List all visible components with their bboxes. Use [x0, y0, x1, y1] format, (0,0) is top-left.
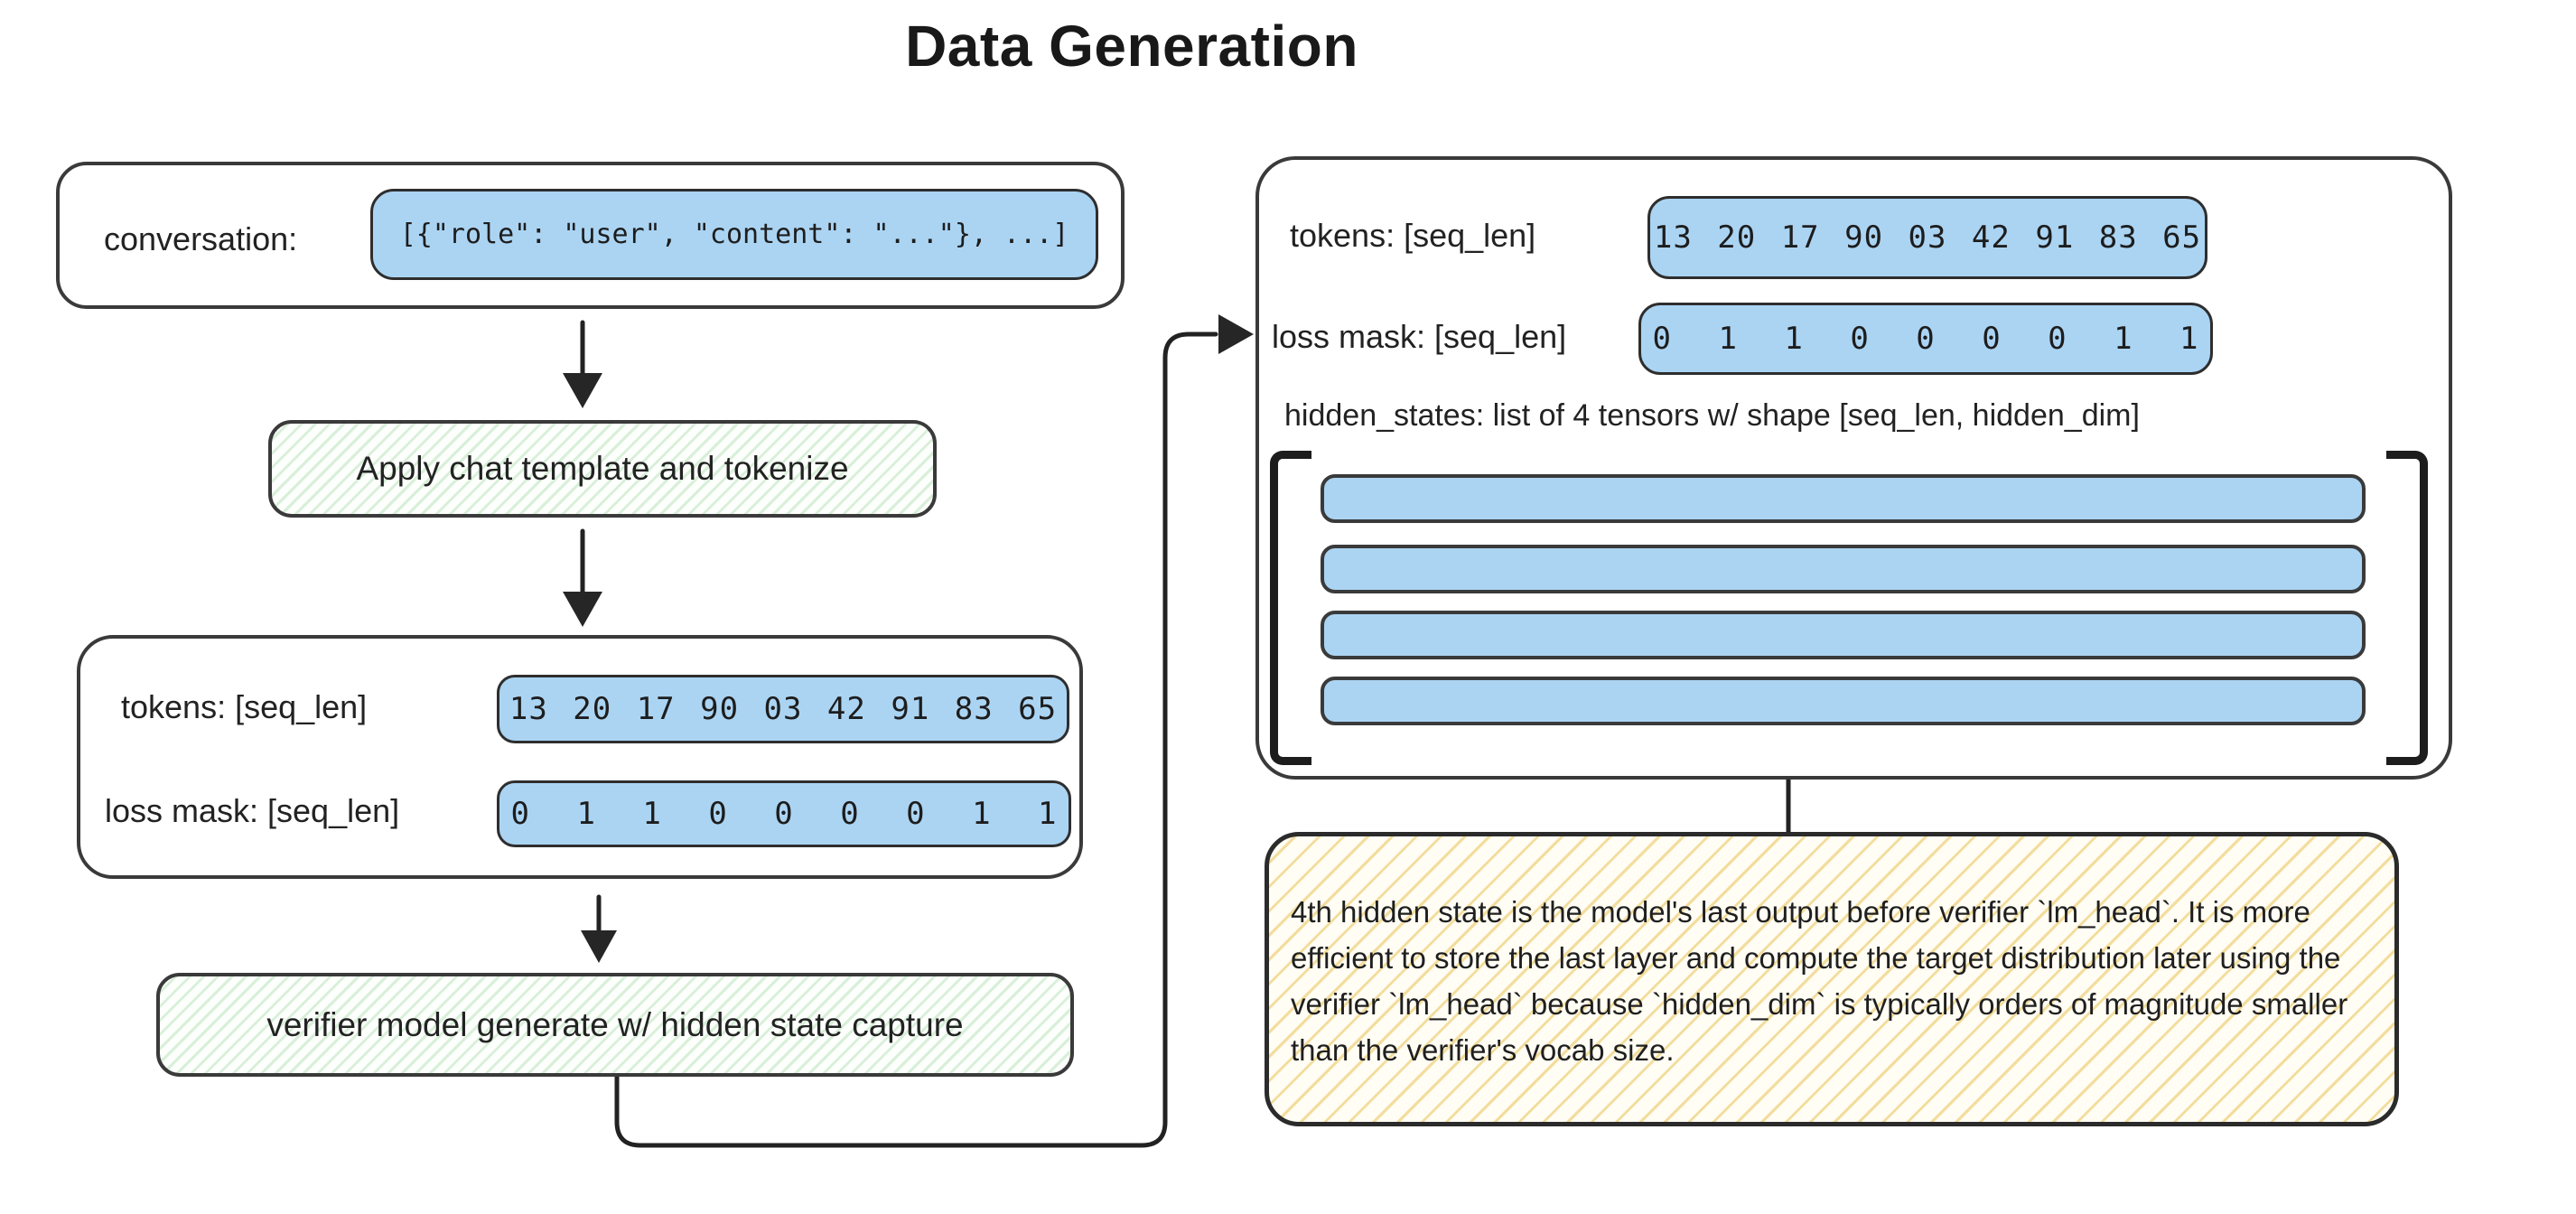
hidden-state-bar-3: [1321, 611, 2366, 659]
left-tokens-box: tokens: [seq_len] 13 20 17 90 03 42 91 8…: [77, 635, 1083, 879]
step-apply-chat-template-label: Apply chat template and tokenize: [356, 450, 849, 487]
hidden-state-bar-1: [1321, 474, 2366, 523]
left-tokens-label: tokens: [seq_len]: [121, 688, 368, 725]
arrowhead-tokens-to-verifier: [581, 930, 617, 963]
right-output-panel: tokens: [seq_len] 13 20 17 90 03 42 91 8…: [1255, 156, 2452, 780]
hidden-states-label: hidden_states: list of 4 tensors w/ shap…: [1284, 398, 2140, 433]
conversation-value-pill: [{"role": "user", "content": "..."}, ...…: [370, 189, 1098, 280]
left-loss-mask-label: loss mask: [seq_len]: [105, 792, 400, 829]
conversation-box: conversation: [{"role": "user", "content…: [56, 162, 1125, 309]
arrowhead-template-to-tokens: [563, 592, 602, 627]
right-tokens-label: tokens: [seq_len]: [1290, 217, 1536, 254]
hidden-states-note-text: 4th hidden state is the model's last out…: [1291, 895, 2348, 1067]
conversation-label: conversation:: [104, 220, 298, 257]
right-tokens-values-pill: 13 20 17 90 03 42 91 83 65: [1647, 196, 2207, 279]
arrowhead-conversation-to-template: [563, 373, 602, 408]
left-tokens-values-pill: 13 20 17 90 03 42 91 83 65: [497, 675, 1069, 743]
arrowhead-into-right-panel: [1218, 314, 1254, 354]
hidden-states-left-bracket: [1270, 451, 1311, 765]
hidden-states-right-bracket: [2386, 451, 2428, 765]
right-loss-mask-label: loss mask: [seq_len]: [1272, 318, 1567, 355]
right-loss-mask-values-pill: 0 1 1 0 0 0 0 1 1: [1638, 303, 2213, 375]
diagram-title: Data Generation: [905, 14, 1358, 79]
step-apply-chat-template: Apply chat template and tokenize: [268, 420, 937, 518]
step-verifier-generate-label: verifier model generate w/ hidden state …: [266, 1005, 964, 1043]
step-verifier-generate: verifier model generate w/ hidden state …: [156, 973, 1074, 1077]
hidden-state-bar-2: [1321, 545, 2366, 593]
hidden-states-note: 4th hidden state is the model's last out…: [1265, 832, 2399, 1126]
left-loss-mask-values-pill: 0 1 1 0 0 0 0 1 1: [497, 780, 1071, 847]
hidden-state-bar-4: [1321, 677, 2366, 725]
